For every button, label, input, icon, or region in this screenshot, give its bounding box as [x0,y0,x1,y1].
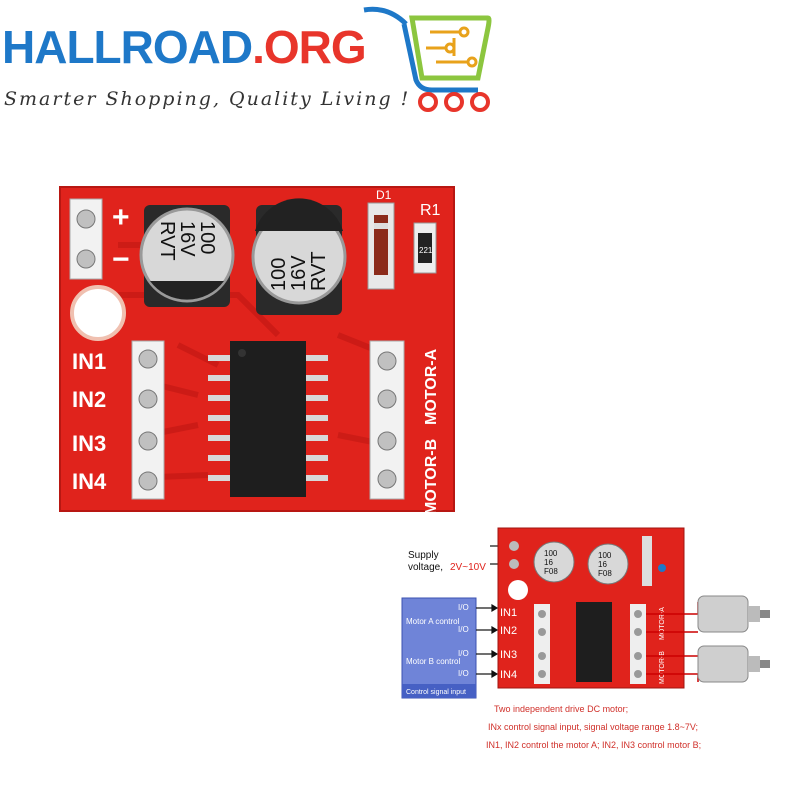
svg-text:I/O: I/O [458,625,469,634]
r1-label: R1 [420,202,441,219]
in1-label: IN1 [72,349,106,374]
control-signal-input-label: Control signal input [406,689,466,696]
brand-logo: HALLROAD.ORG [2,20,367,74]
svg-text:100: 100 [544,549,558,558]
svg-text:I/O: I/O [458,649,469,658]
note-2: INx control signal input, signal voltage… [488,722,698,732]
svg-text:16V: 16V [176,221,198,257]
capacitor-right: 100 16V RVT [251,198,347,315]
note-3: IN1, IN2 control the motor A; IN2, IN3 c… [486,740,701,750]
supply-label: Supply [408,550,439,561]
voltage-range: 2V~10V [450,562,486,573]
small-capacitor-right: 100 16 F08 [587,543,629,585]
brand-name: HALLROAD [2,21,253,73]
svg-text:F08: F08 [598,569,612,578]
in3-label: IN3 [72,431,106,456]
motor-driver-board: + − 100 16V RVT 100 16V RVT D1 R1 221 [59,186,455,515]
svg-text:F08: F08 [544,567,558,576]
capacitor-left: 100 16V RVT [139,205,235,307]
note-1: Two independent drive DC motor; [494,704,628,714]
svg-text:100: 100 [268,258,290,291]
svg-text:MOTOR-A: MOTOR-A [659,607,666,640]
in4-label: IN4 [72,469,107,494]
motor-a-control-label: Motor A control [406,617,460,626]
in2-label: IN2 [72,387,106,412]
resistor-code: 221 [419,246,433,255]
svg-text:16V: 16V [288,255,310,291]
motor-b-control-label: Motor B control [406,657,460,666]
svg-text:I/O: I/O [458,603,469,612]
brand-tagline: Smarter Shopping, Quality Living ! [4,88,411,110]
svg-text:100: 100 [598,551,612,560]
motor-b-label: MOTOR-B [423,439,440,515]
svg-text:100: 100 [196,221,218,254]
voltage-label: voltage, [408,562,443,573]
dc-motor-a [697,595,770,633]
d1-label: D1 [376,188,392,202]
dc-motor-b [697,645,770,683]
power-minus-label: − [112,243,130,276]
svg-text:16: 16 [544,558,553,567]
svg-text:RVT: RVT [308,251,330,291]
svg-text:RVT: RVT [156,221,178,261]
small-capacitor-left: 100 16 F08 [533,541,575,583]
svg-text:IN1: IN1 [500,607,517,619]
motor-a-label: MOTOR-A [423,348,440,425]
brand-suffix: .ORG [252,21,367,73]
shopping-cart-circuit-icon [363,6,492,112]
svg-text:IN2: IN2 [500,625,517,637]
svg-text:IN4: IN4 [500,669,517,681]
power-plus-label: + [112,201,130,234]
svg-text:MOTOR-B: MOTOR-B [659,651,666,684]
svg-text:I/O: I/O [458,669,469,678]
driver-ic [208,341,328,497]
svg-text:IN3: IN3 [500,649,517,661]
svg-text:16: 16 [598,560,607,569]
wiring-diagram: Control signal input Motor A control Mot… [401,527,770,750]
